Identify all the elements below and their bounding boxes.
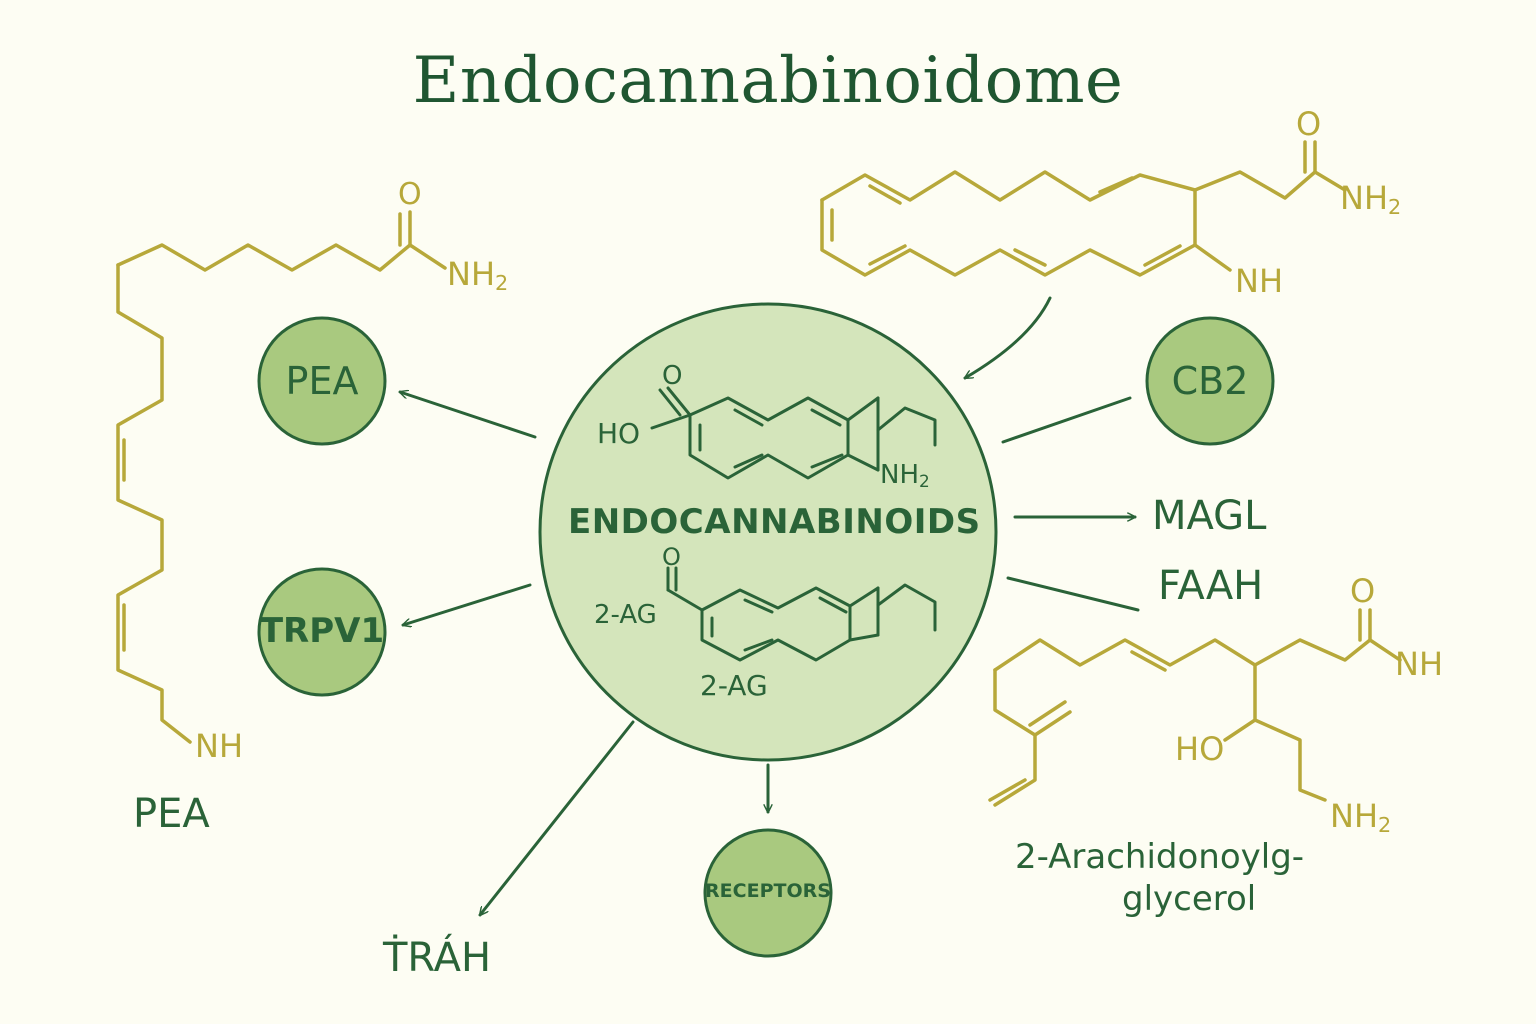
line-to-faah [1006, 576, 1140, 612]
center-ho-label: HO [597, 417, 641, 450]
top-right-nh-label: NH [1235, 262, 1283, 300]
trah-label: ṪRÁH [383, 935, 492, 981]
center-upper-structure [650, 386, 937, 480]
endocannabinoids-label: ENDOCANNABINOIDS [568, 502, 981, 542]
left-molecule-nh-label: NH [195, 727, 243, 765]
magl-label: MAGL [1152, 493, 1267, 539]
left-molecule-nh2-label: NH2 [447, 255, 509, 296]
page-title: Endocannabinoidome [412, 44, 1124, 118]
cb2-node-label: CB2 [1171, 359, 1249, 403]
arachidonoyl-label-line2: glycerol [1122, 879, 1257, 919]
left-molecule-o-label: O [398, 177, 422, 212]
faah-label: FAAH [1158, 563, 1264, 609]
endocannabinoids-circle [538, 302, 998, 762]
center-lower-structure [666, 566, 937, 662]
top-right-o-label: O [1296, 105, 1322, 143]
cb2-node-circle [1145, 316, 1275, 446]
center-nh2-label: NH2 [880, 460, 930, 492]
bottom-right-ho-label: HO [1175, 730, 1225, 768]
bottom-right-o-label: O [1350, 572, 1376, 610]
arrow-to-trah [480, 720, 635, 915]
trpv1-node-circle [257, 567, 387, 697]
center-2ag-left-label: 2-AG [594, 600, 657, 630]
center-o-bottom-label: O [662, 543, 681, 571]
center-2ag-bottom-label: 2-AG [700, 669, 768, 702]
arrow-to-pea [400, 392, 537, 439]
center-o-top-label: O [662, 361, 683, 391]
bottom-right-nh2-label: NH2 [1330, 797, 1392, 838]
top-right-nh2-label: NH2 [1340, 179, 1402, 220]
line-to-cb2 [1001, 396, 1132, 444]
pea-node-label: PEA [285, 359, 359, 403]
bottom-right-nh-label: NH [1395, 645, 1443, 683]
arrow-from-top-molecule [965, 296, 1052, 380]
connectors [400, 296, 1140, 915]
arrow-to-trpv1 [403, 583, 532, 625]
trpv1-node-label: TRPV1 [259, 611, 385, 651]
top-right-molecule-structure [820, 140, 1347, 277]
pea-bottom-label: PEA [133, 791, 210, 837]
left-molecule-structure [116, 210, 447, 744]
receptors-node-circle [703, 828, 833, 958]
arachidonoyl-label-line1: 2-Arachidonoylg- [1015, 837, 1305, 877]
pea-node-circle [257, 316, 387, 446]
receptors-node-label: RECEPTORS [705, 880, 831, 902]
bottom-right-molecule-structure [988, 608, 1402, 807]
